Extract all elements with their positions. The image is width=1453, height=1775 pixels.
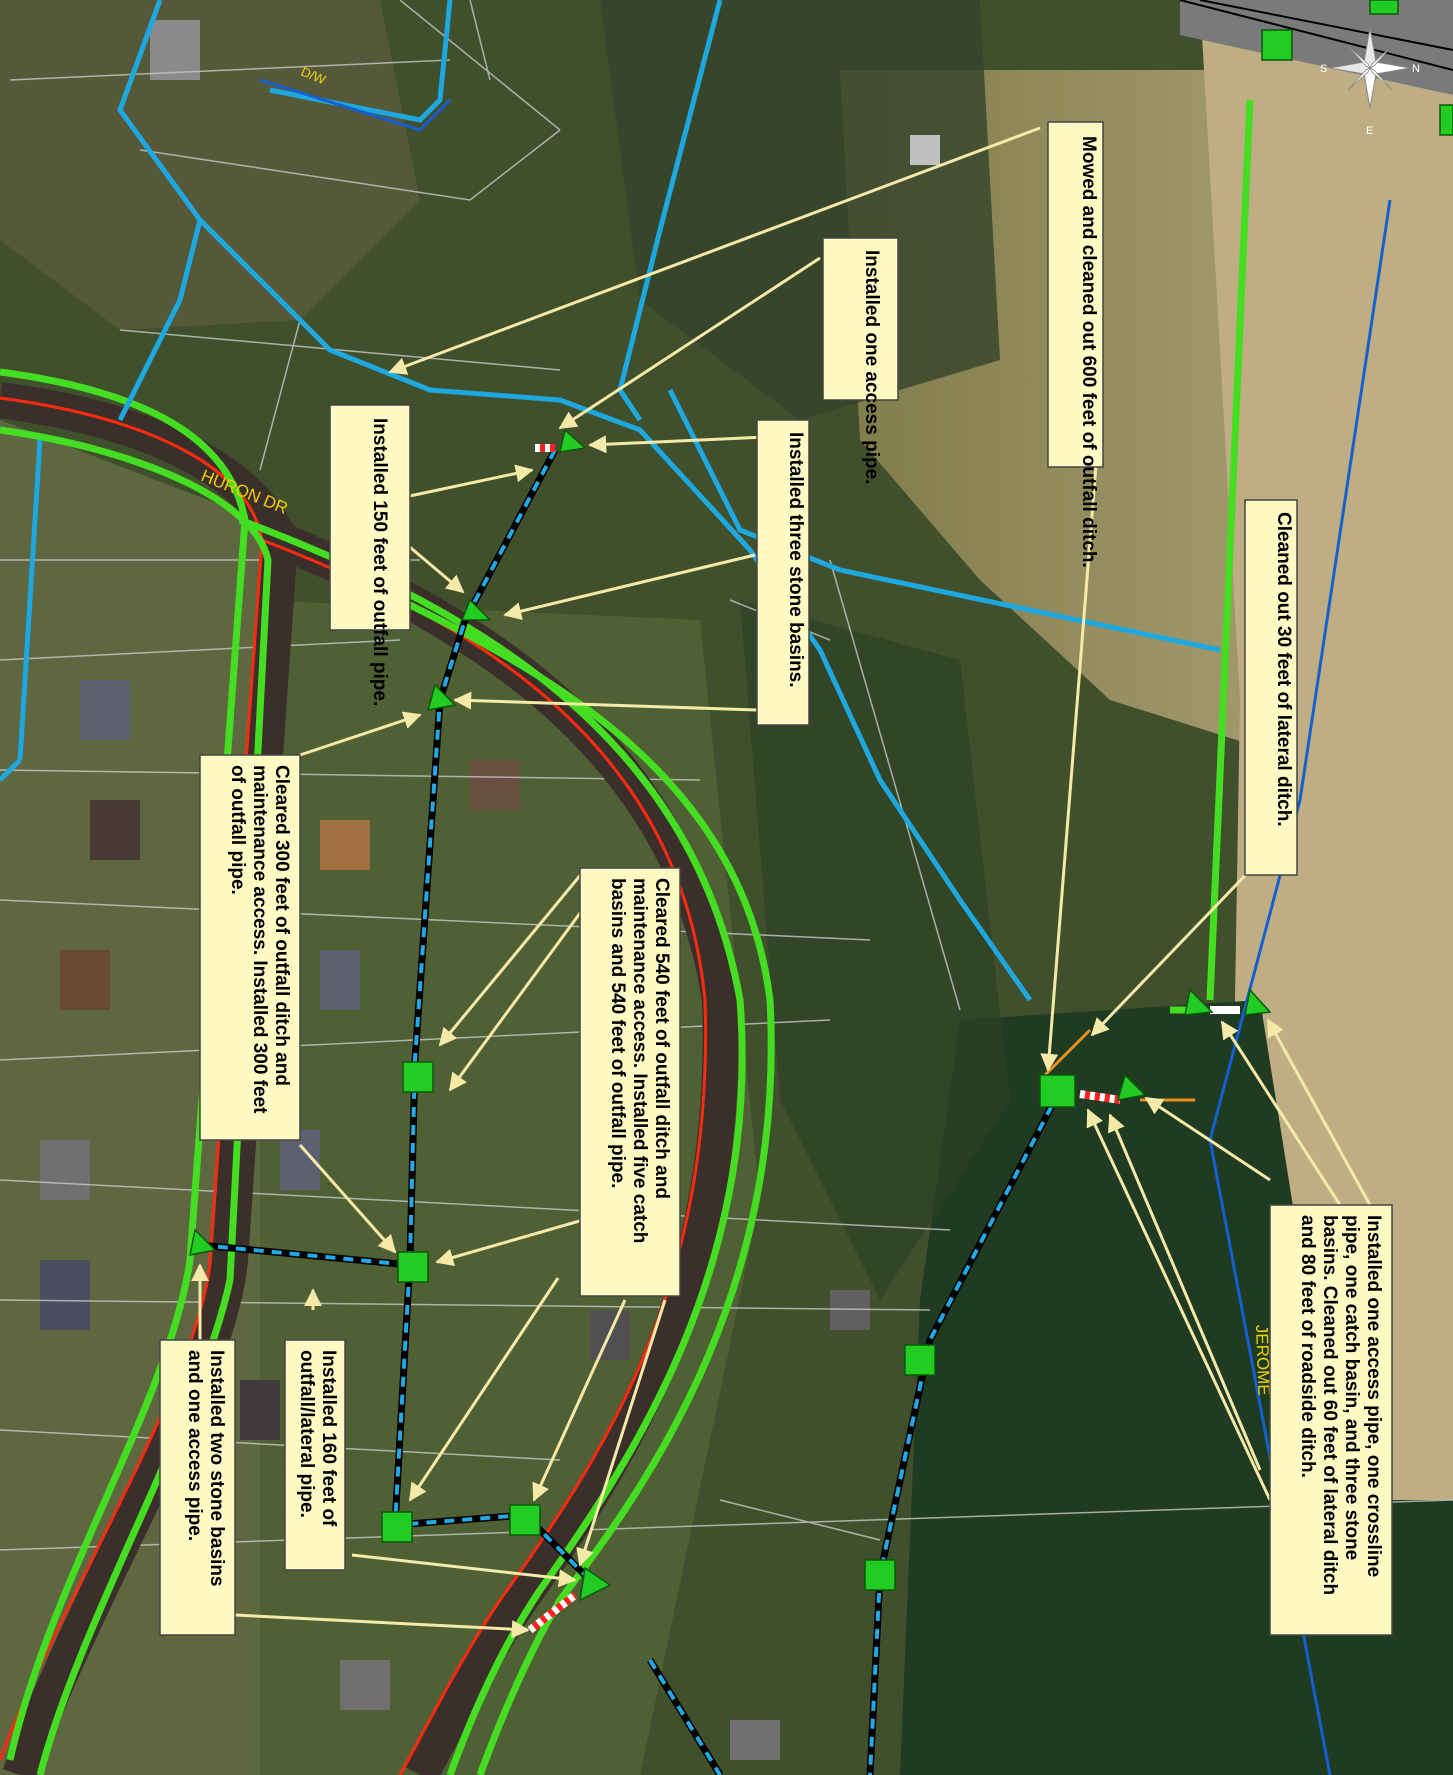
leader-arrows (191, 126, 1372, 1639)
parcel-lines (0, 0, 1453, 1551)
svg-text:Mowed and cleaned out 600 feet: Mowed and cleaned out 600 feet of outfal… (1078, 136, 1099, 568)
callout-crossline-text: Installed one access pipe, one crossline… (1297, 1215, 1384, 1596)
compass-rose-icon (1329, 27, 1411, 109)
compass-north: N (1412, 63, 1420, 75)
callout-three-basins: Installed three stone basins. (756, 419, 810, 726)
callout-outfall-150-text: Installed 150 feet of outfall pipe. (369, 418, 390, 706)
callout-two-basins: Installed two stone basins and one acces… (159, 1339, 236, 1636)
callout-mowed-line1: Mowed and cleaned out 600 feet of outfal… (1078, 136, 1099, 568)
callout-cleared-300: Cleared 300 feet of outfall ditch and ma… (199, 754, 301, 1141)
callout-access-pipe-text: Installed one access pipe. (861, 250, 882, 484)
callout-lateral-30: Cleaned out 30 feet of lateral ditch. (1244, 499, 1298, 876)
callout-cleared-540-text: Cleared 540 feet of outfall ditch and ma… (607, 878, 672, 1244)
callout-two-basins-text: Installed two stone basins and one acces… (184, 1350, 227, 1587)
callout-pipe-160-text: Installed 160 feet of outfall/lateral pi… (296, 1350, 339, 1527)
callout-cleared-540: Cleared 540 feet of outfall ditch and ma… (579, 867, 681, 1297)
callout-outfall-150: Installed 150 feet of outfall pipe. (329, 404, 411, 706)
installed-pipes (199, 444, 1240, 1775)
catch-basins (381, 0, 1453, 1591)
callout-mowed: Mowed and cleaned out 600 feet of outfal… (1047, 121, 1104, 568)
callout-lateral-30-text: Cleaned out 30 feet of lateral ditch. (1273, 512, 1294, 827)
callout-cleared-300-text: Cleared 300 feet of outfall ditch and ma… (227, 765, 292, 1114)
roadside-ditches (0, 99, 1254, 1775)
callout-crossline: Installed one access pipe, one crossline… (1269, 1204, 1393, 1636)
callout-three-basins-text: Installed three stone basins. (785, 432, 806, 688)
compass-east: E (1366, 125, 1373, 137)
callout-pipe-160: Installed 160 feet of outfall/lateral pi… (284, 1339, 346, 1571)
jerome-label: JEROME (1252, 1324, 1273, 1395)
compass-south: S (1320, 63, 1327, 75)
callout-access-pipe: Installed one access pipe. (822, 237, 899, 484)
stone-basins (189, 428, 1272, 1602)
